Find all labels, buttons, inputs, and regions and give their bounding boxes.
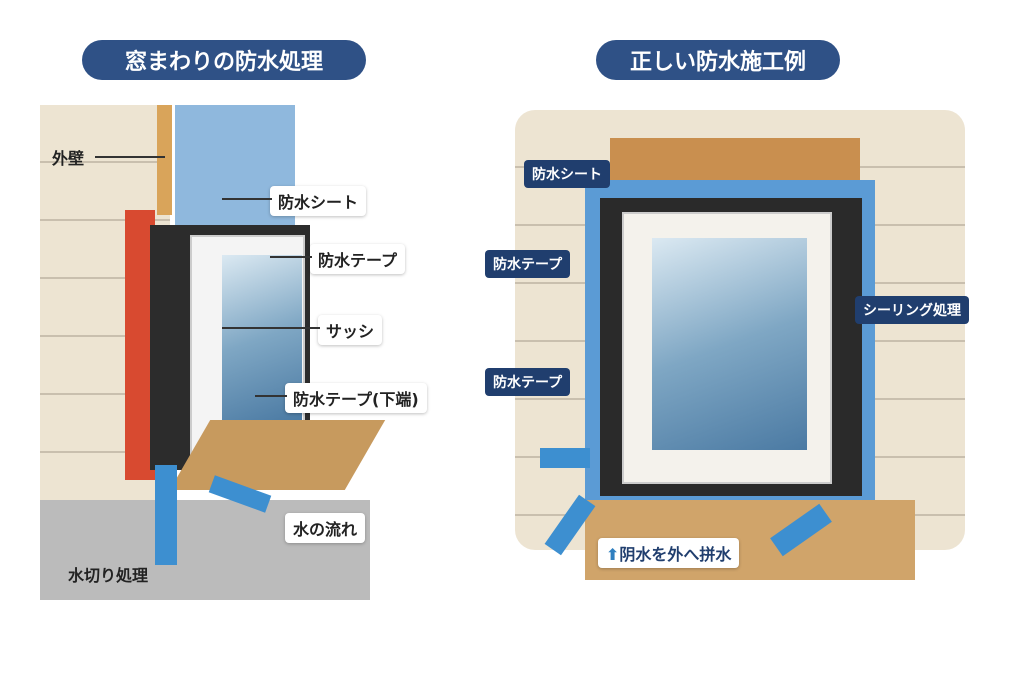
label-drain: ⬆阴水を外へ拼水 xyxy=(598,538,740,568)
left-title: 窓まわりの防水処理 xyxy=(82,40,366,80)
inflow-arrow-icon xyxy=(540,448,590,468)
label-water-flow: 水の流れ xyxy=(285,513,366,543)
label-sash: サッシ xyxy=(318,315,383,345)
label-tape: 防水テープ xyxy=(310,244,406,274)
label-tape-bottom: 防水テープ(下端) xyxy=(285,383,427,413)
label-sealing: シーリング処理 xyxy=(855,296,969,324)
furring-strip xyxy=(157,105,172,215)
label-sheet: 防水シート xyxy=(270,186,367,216)
label-tape-right-1: 防水テープ xyxy=(485,250,571,278)
up-arrow-icon: ⬆ xyxy=(606,545,620,564)
glass-with-rain xyxy=(652,238,807,450)
label-sheet-right: 防水シート xyxy=(524,160,610,188)
label-outer-wall: 外壁 xyxy=(52,149,85,168)
label-flashing: 水切り処理 xyxy=(68,566,149,585)
label-tape-right-2: 防水テープ xyxy=(485,368,571,396)
water-up-arrow-icon xyxy=(155,465,177,565)
right-title: 正しい防水施工例 xyxy=(596,40,840,80)
header-lintel xyxy=(610,138,860,183)
